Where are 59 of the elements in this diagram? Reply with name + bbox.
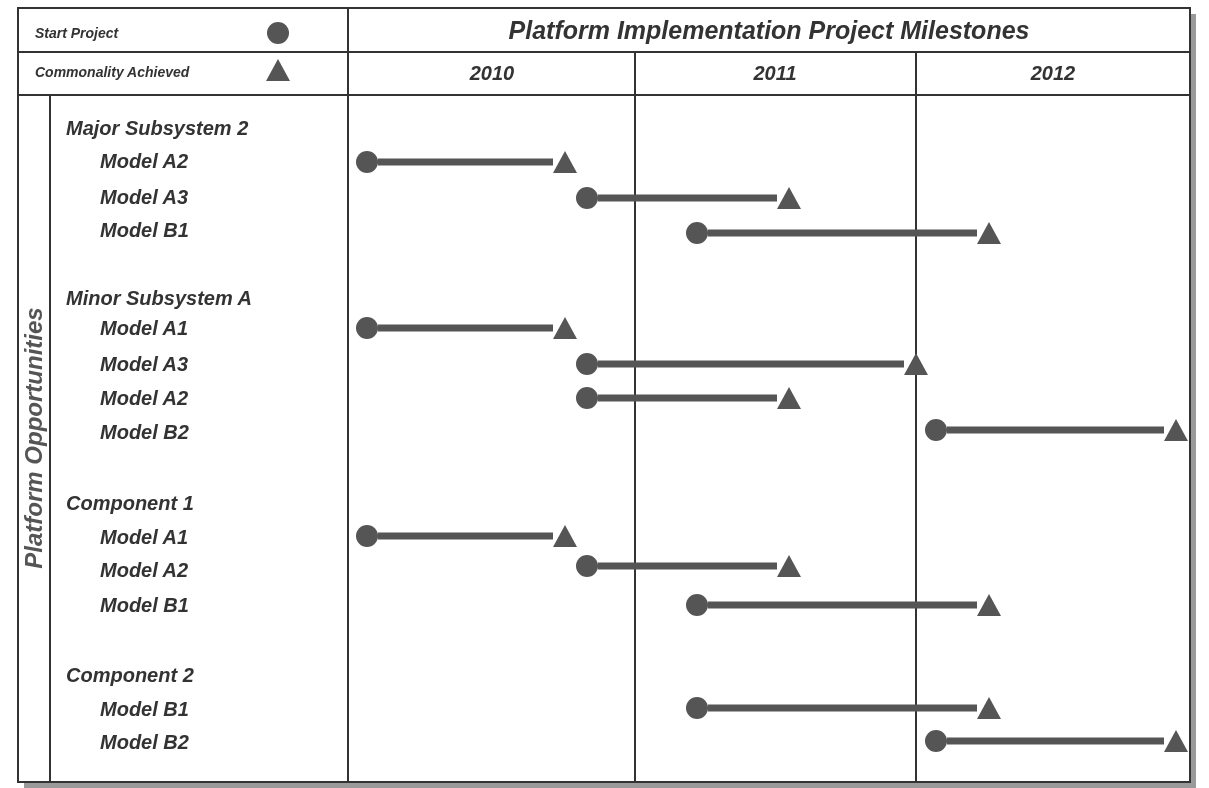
timeline-bar <box>598 360 904 368</box>
start-circle <box>575 186 599 210</box>
timeline-bar <box>598 194 777 202</box>
row-label: Model A1 <box>100 527 189 547</box>
end-triangle <box>552 150 578 174</box>
legend-label: Commonality Achieved <box>35 65 190 79</box>
timeline-bar <box>598 562 777 570</box>
start-circle <box>355 150 379 174</box>
timeline-bar <box>708 601 977 609</box>
start-circle <box>575 554 599 578</box>
end-triangle <box>903 352 929 376</box>
row-label: Model B1 <box>100 699 189 719</box>
start-circle <box>685 221 709 245</box>
group-heading: Component 2 <box>66 665 194 685</box>
end-triangle <box>552 316 578 340</box>
end-triangle <box>776 186 802 210</box>
end-triangle <box>1163 418 1189 442</box>
end-triangle <box>776 386 802 410</box>
row-label: Model B2 <box>100 732 189 752</box>
timeline-bar <box>708 229 977 237</box>
timeline-bar <box>378 324 553 332</box>
row-label: Model B1 <box>100 220 189 240</box>
timeline-bar <box>947 737 1164 745</box>
chart-title: Platform Implementation Project Milestones <box>508 18 1030 43</box>
legend-label: Start Project <box>35 26 119 40</box>
end-triangle <box>552 524 578 548</box>
end-triangle <box>776 554 802 578</box>
start-circle <box>685 593 709 617</box>
row-label: Model A1 <box>100 318 189 338</box>
column-header: 2012 <box>1030 63 1076 83</box>
row-label: Model A2 <box>100 560 189 580</box>
row-label: Model A3 <box>100 187 189 207</box>
timeline-bar <box>378 158 553 166</box>
row-label: Model A2 <box>100 151 189 171</box>
row-label: Model A3 <box>100 354 189 374</box>
end-triangle <box>976 593 1002 617</box>
end-triangle <box>976 696 1002 720</box>
start-circle <box>575 386 599 410</box>
start-circle <box>685 696 709 720</box>
group-heading: Component 1 <box>66 493 194 513</box>
group-heading: Major Subsystem 2 <box>66 118 249 138</box>
end-triangle <box>1163 729 1189 753</box>
row-label: Model B2 <box>100 422 189 442</box>
start-circle <box>575 352 599 376</box>
timeline-bar <box>947 426 1164 434</box>
timeline-bar <box>378 532 553 540</box>
start-circle <box>924 418 948 442</box>
start-circle <box>355 524 379 548</box>
start-circle <box>355 316 379 340</box>
row-label: Model A2 <box>100 388 189 408</box>
timeline-bar <box>598 394 777 402</box>
start-circle <box>924 729 948 753</box>
column-header: 2010 <box>469 63 515 83</box>
end-triangle <box>976 221 1002 245</box>
vertical-heading: Platform Opportunities <box>22 307 46 569</box>
group-heading: Minor Subsystem A <box>66 288 252 308</box>
column-header: 2011 <box>753 63 797 83</box>
timeline-bar <box>708 704 977 712</box>
row-label: Model B1 <box>100 595 189 615</box>
